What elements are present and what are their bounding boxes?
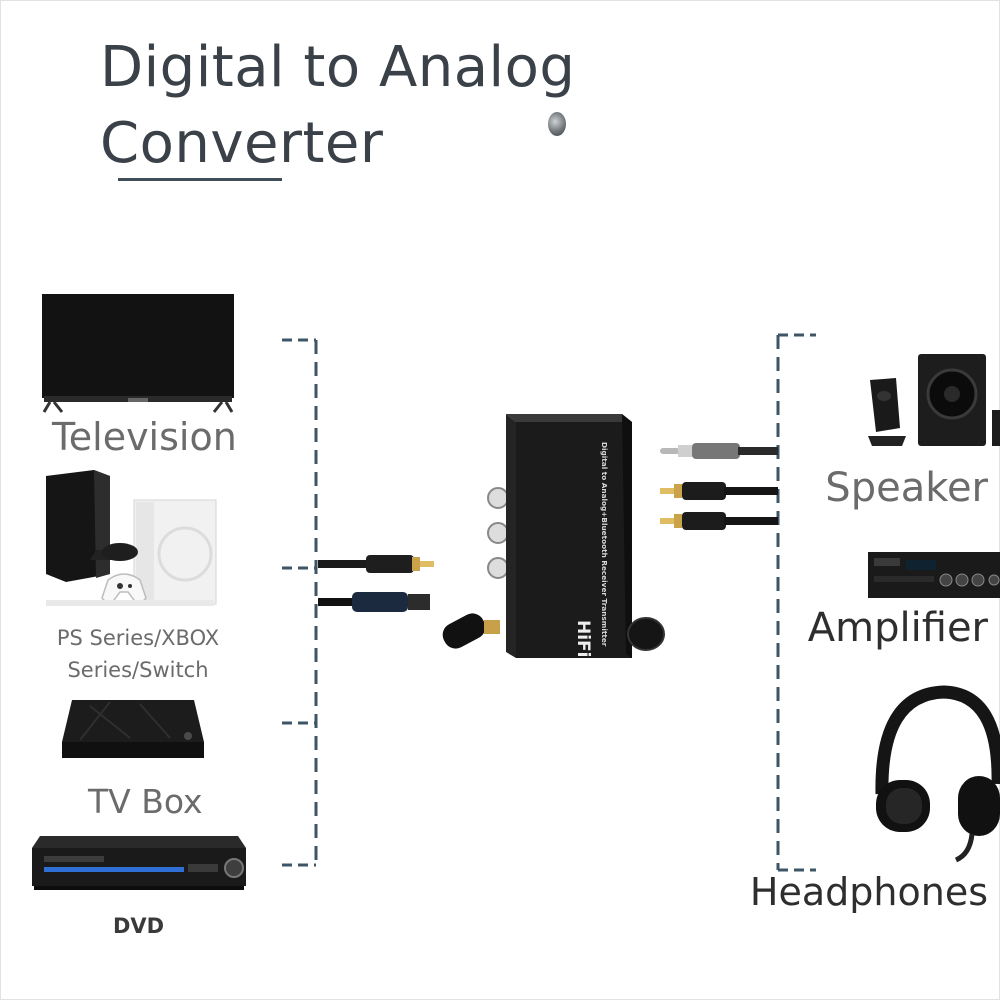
amplifier-icon [868,552,1000,598]
rca-input-cable-icon [318,555,434,573]
headphones-icon [875,685,1000,863]
source-bracket [282,338,318,867]
console-label: PS Series/XBOX Series/Switch [48,622,228,686]
title-line-1: Digital to Analog [100,35,576,100]
television-label: Television [52,415,237,459]
rca-output-cable-1-icon [660,482,778,500]
game-console-icon [46,470,217,606]
console-label-line-2: Series/Switch [67,658,209,682]
decorative-dot-icon [548,112,566,136]
television-icon [42,294,234,413]
output-bracket [776,333,816,872]
title-line-2: Converter [100,111,384,176]
speaker-icon [868,354,1000,446]
dvd-player-icon [32,836,246,890]
amplifier-label: Amplifier [807,605,988,651]
console-label-line-1: PS Series/XBOX [56,626,220,650]
page-title: Digital to Analog Converter [100,30,575,182]
title-underline [118,178,282,181]
speaker-label: Speaker [825,465,988,511]
dac-converter-device: HiFi Digital to Analog+Bluetooth Receive… [442,414,665,658]
aux-output-cable-icon [660,443,778,459]
dvd-label: DVD [113,914,165,938]
device-model-text: Digital to Analog+Bluetooth Receiver Tra… [600,442,609,647]
device-badge: HiFi [573,620,593,658]
rca-output-cable-2-icon [660,512,778,530]
antenna-icon [442,613,500,649]
tv-box-icon [62,700,204,758]
tv-box-label: TV Box [88,782,203,821]
optical-input-cable-icon [318,592,430,612]
headphones-label: Headphones [749,870,988,914]
